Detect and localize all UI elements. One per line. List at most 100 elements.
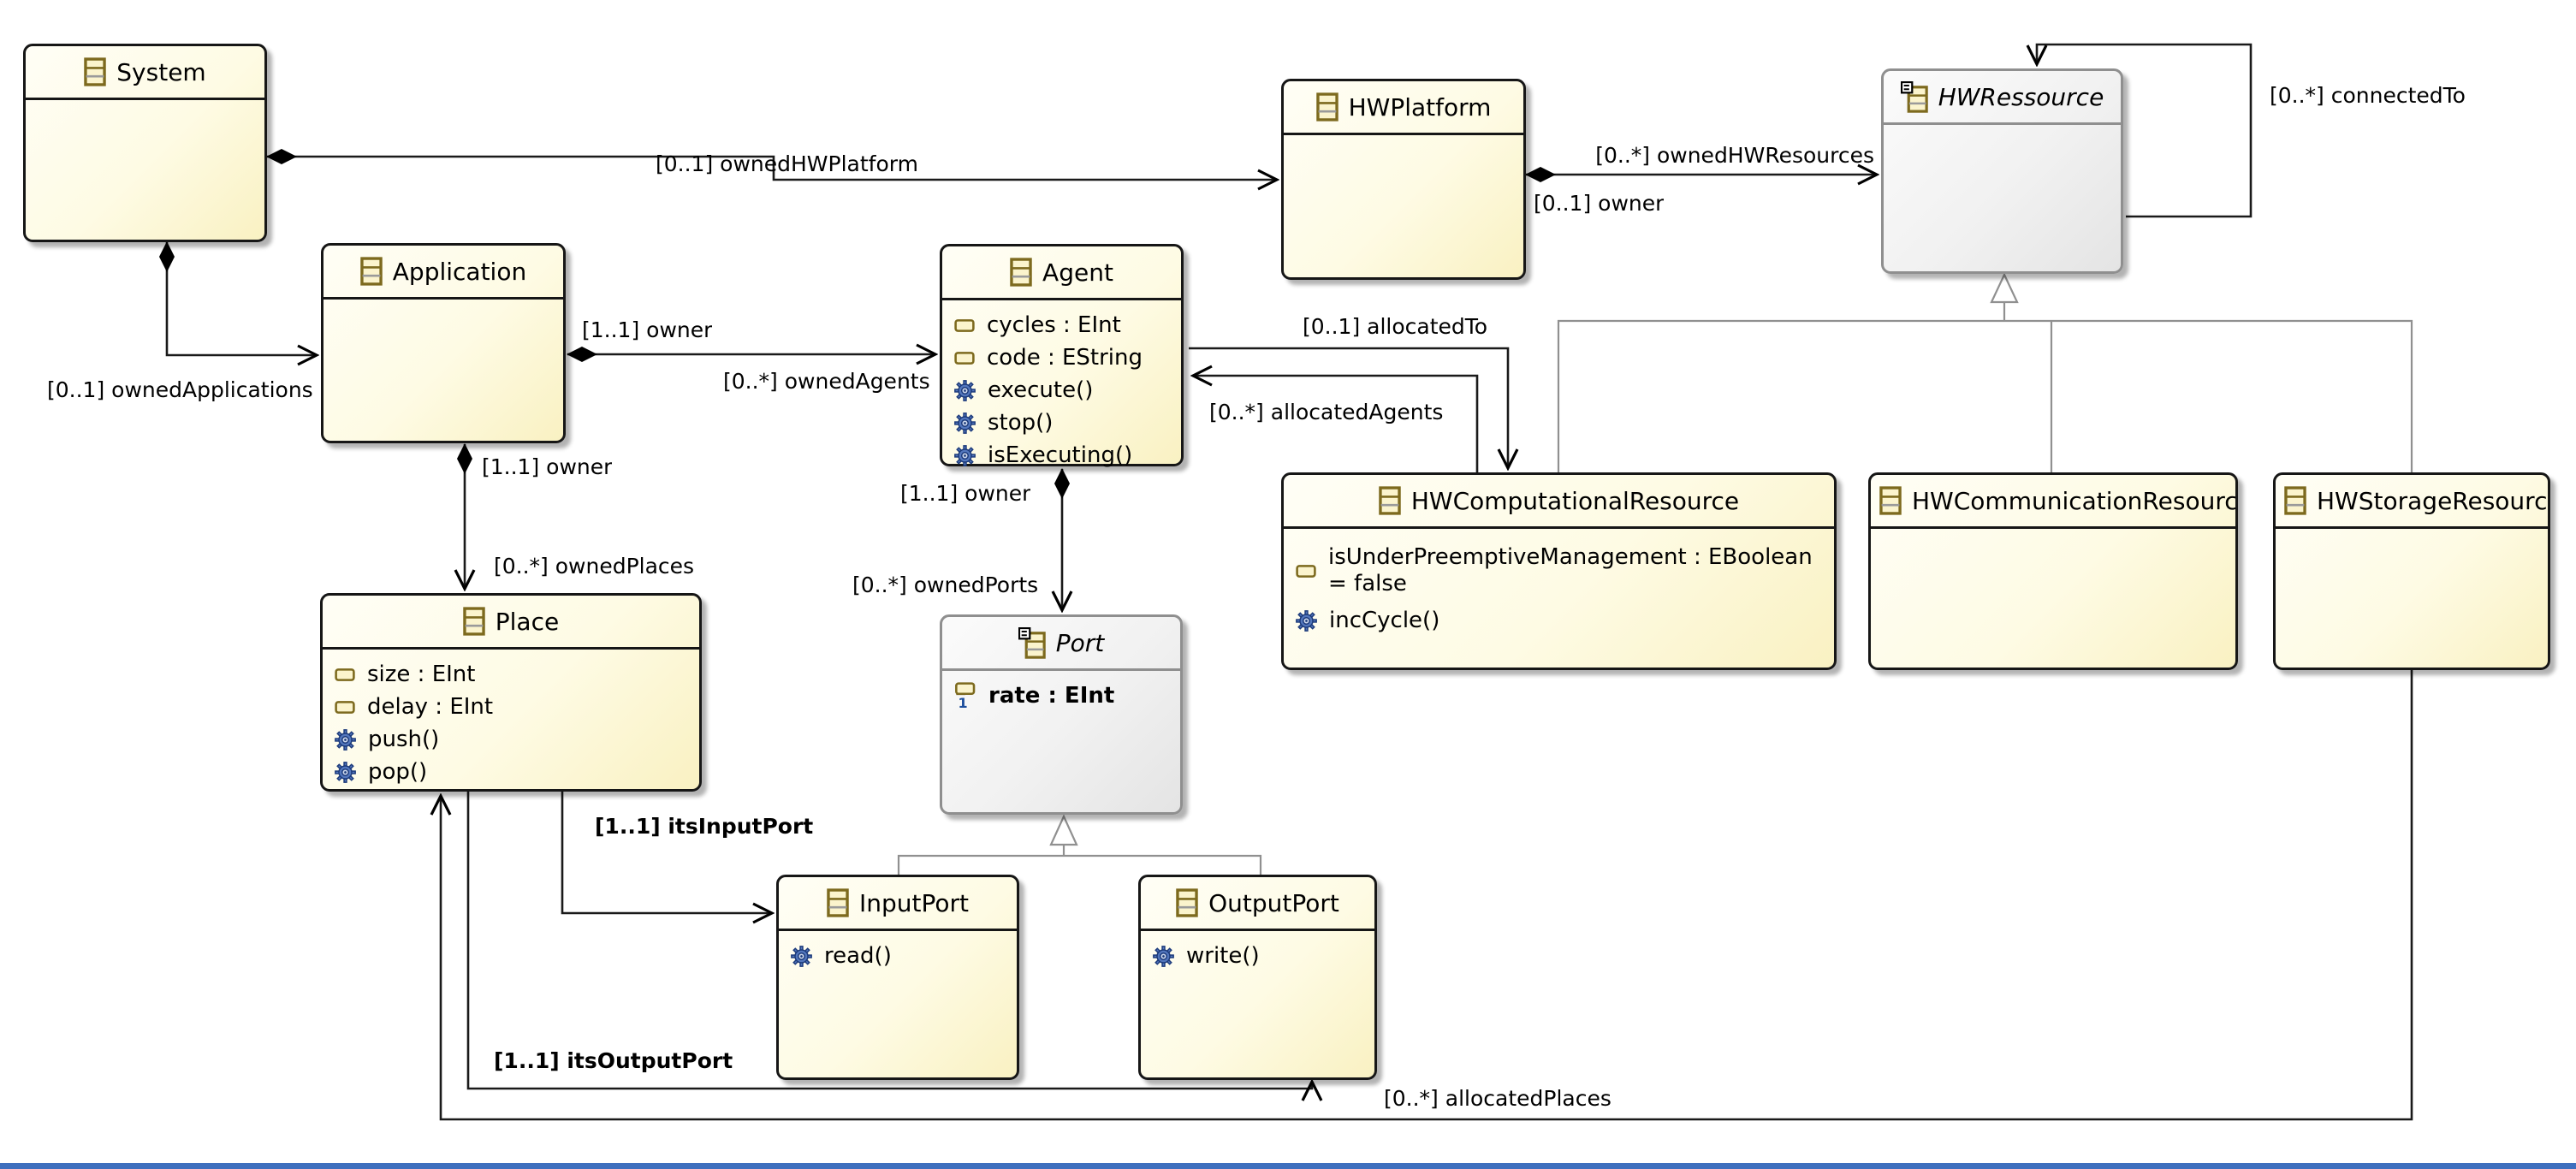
class-title: Port (1055, 628, 1105, 657)
edge-label-allocatedplaces[interactable]: [0..*] allocatedPlaces (1384, 1086, 1611, 1111)
class-port[interactable]: Port rate : EInt (940, 614, 1183, 815)
operation-text: isExecuting() (988, 442, 1133, 468)
class-application[interactable]: Application (321, 243, 566, 443)
class-title: System (116, 57, 206, 86)
operation-text: execute() (988, 377, 1094, 403)
edge-place-itsinputport[interactable] (561, 792, 772, 913)
operation-row[interactable]: stop() (954, 406, 1181, 439)
class-place[interactable]: Place size : EInt delay : EInt push() po… (320, 593, 702, 792)
attribute-icon (335, 701, 355, 714)
edge-label-ownedplaces[interactable]: [0..*] ownedPlaces (494, 554, 695, 579)
class-icon (1879, 486, 1902, 515)
class-system[interactable]: System (23, 44, 267, 242)
edge-inherit-hwressource-bus[interactable] (1557, 319, 2413, 472)
attribute-text: code : EString (987, 345, 1143, 371)
operation-text: stop() (988, 410, 1054, 436)
edge-label-ownedports[interactable]: [0..*] ownedPorts (852, 573, 1039, 597)
class-hwplatform[interactable]: HWPlatform (1281, 79, 1526, 280)
operation-row[interactable]: pop() (335, 756, 699, 788)
attribute-icon (954, 319, 975, 332)
edge-label-itsoutputport[interactable]: [1..1] itsOutputPort (494, 1048, 733, 1073)
class-title: Place (495, 607, 560, 636)
edge-label-itsinputport[interactable]: [1..1] itsInputPort (595, 814, 814, 839)
bottom-edge-strip (0, 1163, 2576, 1169)
class-title: Application (392, 257, 527, 286)
abstract-class-icon (1901, 81, 1928, 113)
edge-label-ownedhwresources[interactable]: [0..*] ownedHWResources (1595, 143, 1874, 168)
attribute-icon (1296, 565, 1316, 578)
class-outputport[interactable]: OutputPort write() (1138, 875, 1377, 1080)
operation-text: read() (824, 943, 892, 969)
edge-label-connectedto[interactable]: [0..*] connectedTo (2270, 83, 2466, 108)
operation-row[interactable]: push() (335, 723, 699, 756)
operation-text: incCycle() (1329, 608, 1440, 633)
class-icon (84, 57, 106, 86)
attribute-row[interactable]: cycles : EInt (954, 309, 1181, 341)
class-hwstorageresource[interactable]: HWStorageResource (2273, 472, 2550, 670)
edge-inherit-port-bus[interactable] (897, 854, 1262, 875)
attribute-icon (954, 352, 975, 365)
class-agent[interactable]: Agent cycles : EInt code : EString execu… (940, 244, 1184, 468)
edge-label-app-agent-owner[interactable]: [1..1] owner (582, 317, 713, 342)
edge-label-allocatedto[interactable]: [0..1] allocatedTo (1303, 314, 1488, 339)
operation-row[interactable]: execute() (954, 374, 1181, 406)
edge-hwstorage-allocatedplaces[interactable] (441, 670, 2413, 1121)
attribute-text: delay : EInt (367, 694, 494, 720)
class-icon (360, 257, 383, 286)
class-title: InputPort (858, 888, 969, 917)
edge-label-ownedagents[interactable]: [0..*] ownedAgents (723, 369, 930, 394)
class-icon (1316, 92, 1338, 122)
operation-row[interactable]: isExecuting() (954, 439, 1181, 472)
attribute-row[interactable]: size : EInt (335, 658, 699, 691)
attribute-row[interactable]: rate : EInt (954, 679, 1180, 712)
gear-icon (1153, 946, 1174, 967)
attribute-row[interactable]: isUnderPreemptiveManagement : EBoolean =… (1296, 537, 1834, 604)
operation-row[interactable]: write() (1153, 940, 1374, 972)
attribute-row[interactable]: code : EString (954, 341, 1181, 374)
attribute-row[interactable]: delay : EInt (335, 691, 699, 723)
class-icon (827, 888, 849, 917)
class-title: HWComputationalResource (1410, 486, 1740, 515)
edge-label-ownedapplications[interactable]: [0..1] ownedApplications (47, 377, 313, 402)
operation-row[interactable]: incCycle() (1296, 604, 1834, 637)
class-icon (1379, 486, 1401, 515)
attribute-text: isUnderPreemptiveManagement : EBoolean =… (1328, 544, 1813, 596)
class-icon (1176, 888, 1198, 917)
attribute-icon (335, 668, 355, 681)
class-icon (463, 607, 485, 636)
class-icon (1010, 258, 1032, 287)
class-hwcomputationalresource[interactable]: HWComputationalResource isUnderPreemptiv… (1281, 472, 1837, 670)
class-title: HWRessource (1938, 82, 2104, 111)
attribute-text: size : EInt (367, 662, 476, 687)
class-hwressource[interactable]: HWRessource (1881, 68, 2123, 274)
abstract-class-icon (1018, 627, 1046, 659)
edge-label-app-place-owner[interactable]: [1..1] owner (482, 454, 613, 479)
class-hwcommunicationresource[interactable]: HWCommunicationResource (1868, 472, 2238, 670)
operation-row[interactable]: read() (791, 940, 1017, 972)
gear-icon (335, 762, 356, 783)
gear-icon (1296, 610, 1317, 632)
gear-icon (954, 380, 976, 401)
edge-system-ownedapplications[interactable] (167, 242, 317, 355)
class-inputport[interactable]: InputPort read() (776, 875, 1019, 1080)
gear-icon (791, 946, 812, 967)
edge-label-agent-port-owner[interactable]: [1..1] owner (900, 481, 1031, 506)
edge-label-ownedhwplatform[interactable]: [0..1] ownedHWPlatform (656, 151, 918, 176)
gear-icon (335, 729, 356, 751)
operation-text: pop() (368, 759, 428, 785)
class-title: HWStorageResource (2317, 486, 2548, 515)
class-title: Agent (1042, 258, 1113, 287)
attribute-one-icon (954, 682, 976, 709)
class-title: HWPlatform (1348, 92, 1492, 122)
class-title: OutputPort (1208, 888, 1339, 917)
gear-icon (954, 445, 976, 466)
operation-text: push() (368, 727, 440, 752)
operation-text: write() (1186, 943, 1260, 969)
class-icon (2284, 486, 2306, 515)
edge-label-allocatedagents[interactable]: [0..*] allocatedAgents (1209, 400, 1444, 424)
edge-label-hwplatform-owner[interactable]: [0..1] owner (1534, 191, 1665, 216)
attribute-text: rate : EInt (988, 683, 1115, 709)
class-title: HWCommunicationResource (1912, 486, 2235, 515)
attribute-text: cycles : EInt (987, 312, 1121, 338)
